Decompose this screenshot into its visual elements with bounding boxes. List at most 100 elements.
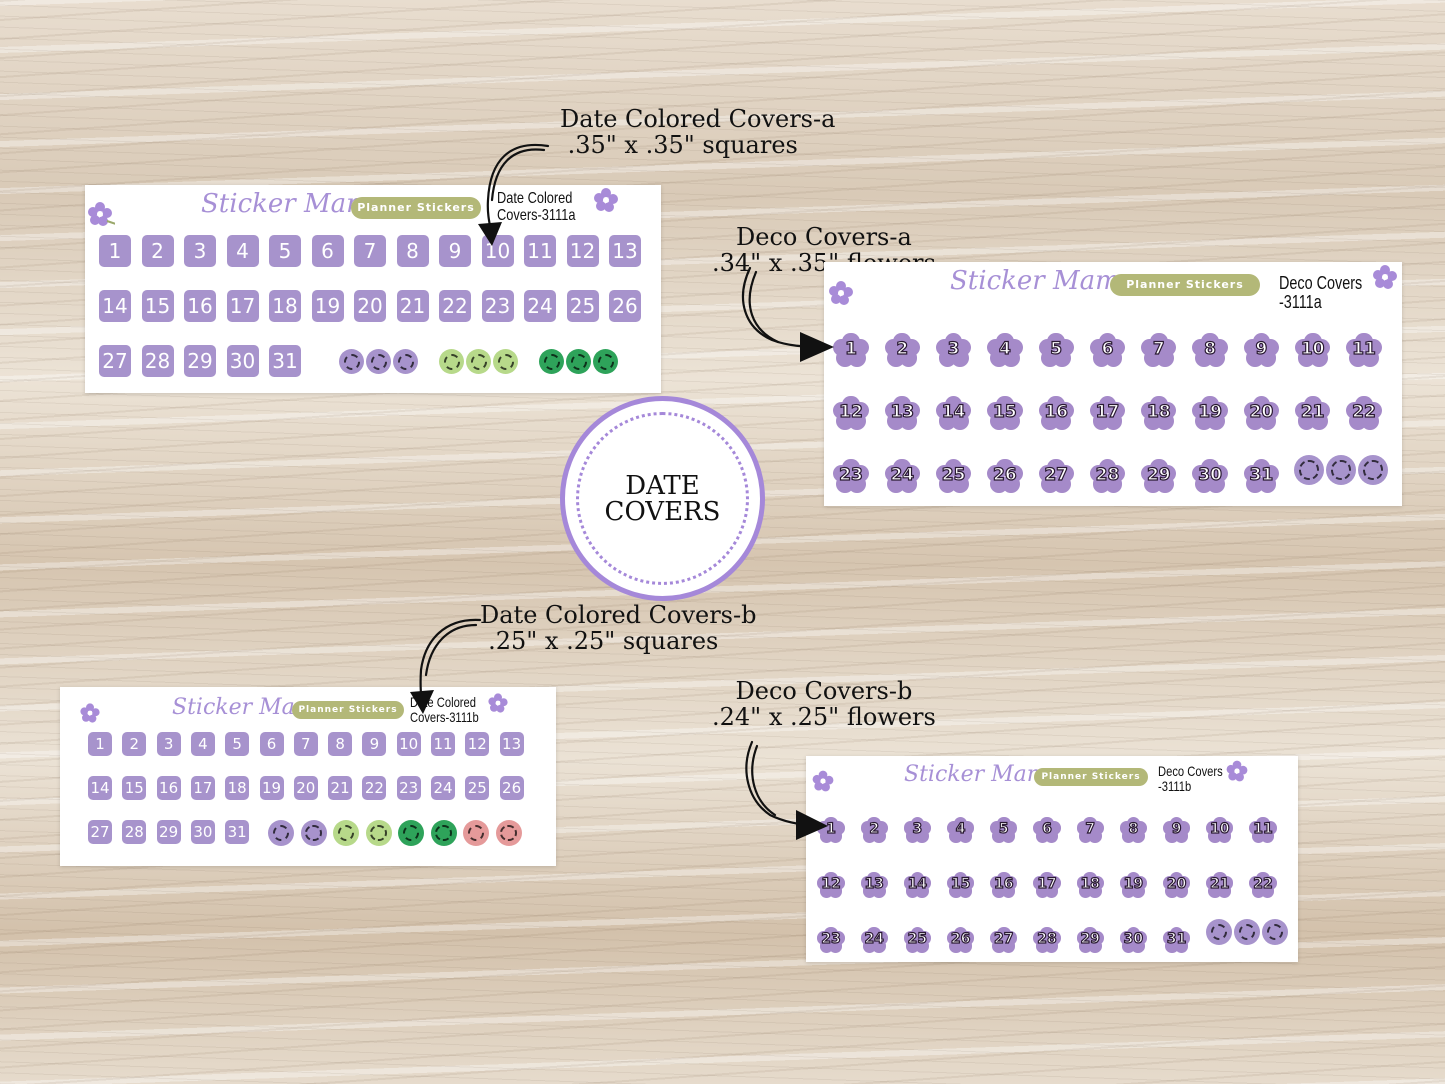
date-flower-sticker: 10 <box>1206 816 1234 843</box>
flower-petal <box>1192 464 1211 483</box>
caption-size: .25" x .25" squares <box>488 627 719 655</box>
blank-cover-sticker <box>1326 455 1356 485</box>
date-flower-sticker: 24 <box>884 458 920 493</box>
date-number: 15 <box>950 875 971 892</box>
date-number: 23 <box>839 464 864 485</box>
flower-petal <box>1243 464 1262 483</box>
date-number: 3 <box>947 338 960 359</box>
date-sticker: 3 <box>184 235 216 267</box>
date-flower-sticker: 4 <box>987 332 1023 367</box>
caption-size: .35" x .35" squares <box>567 131 798 159</box>
date-number: 14 <box>941 401 966 422</box>
date-number: 9 <box>1171 820 1182 837</box>
date-number: 2 <box>896 338 909 359</box>
date-sticker: 20 <box>354 290 386 322</box>
flower-petal <box>947 821 961 835</box>
date-flower-sticker: 11 <box>1346 332 1382 367</box>
date-sticker: 27 <box>88 820 112 844</box>
date-number: 6 <box>1101 338 1114 359</box>
blank-cover-sticker <box>1358 455 1388 485</box>
flower-petal <box>1346 338 1364 357</box>
date-number: 25 <box>907 930 928 947</box>
flower-petal <box>1206 876 1220 890</box>
badge-title-line2: COVERS <box>604 497 721 527</box>
blank-cover-sticker <box>439 349 464 374</box>
flower-petal <box>1141 338 1159 357</box>
flower-petal <box>903 876 918 890</box>
date-flower-sticker: 31 <box>1163 926 1191 953</box>
date-sticker: 31 <box>269 345 301 377</box>
date-flower-sticker: 26 <box>987 458 1023 493</box>
flower-petal <box>860 876 875 890</box>
date-flower-sticker: 15 <box>987 395 1023 430</box>
flower-petal <box>1033 876 1047 890</box>
caption-title: Date Colored Covers-b <box>480 601 757 629</box>
date-flower-sticker: 1 <box>817 816 845 843</box>
date-number: 21 <box>1300 401 1325 422</box>
flower-petal <box>990 821 1004 835</box>
date-number: 21 <box>1209 875 1230 892</box>
flower-petal <box>884 338 903 357</box>
flower-petal <box>884 464 903 483</box>
date-flower-sticker: 23 <box>833 458 869 493</box>
flower-petal <box>1163 876 1177 890</box>
date-flower-sticker: 21 <box>1295 395 1331 430</box>
flower-petal <box>1089 401 1108 420</box>
date-number: 23 <box>821 930 842 947</box>
date-sticker: 21 <box>396 290 429 322</box>
flower-petal <box>935 401 954 420</box>
date-number: 16 <box>993 875 1014 892</box>
blank-cover-sticker <box>493 349 518 374</box>
flower-petal <box>903 931 918 945</box>
date-flower-sticker: 8 <box>1119 816 1147 843</box>
date-flower-sticker: 17 <box>1033 871 1061 898</box>
date-sticker: 14 <box>99 290 131 322</box>
arrow-icon <box>748 270 780 344</box>
blank-cover-sticker <box>1262 919 1288 945</box>
date-sticker: 4 <box>190 732 215 756</box>
blank-cover-sticker <box>593 349 618 374</box>
flower-petal <box>915 829 929 843</box>
date-number: 26 <box>992 464 1017 485</box>
flower-petal <box>1119 876 1134 890</box>
date-number: 22 <box>1352 401 1377 422</box>
sheet-code: Deco Covers -3111a <box>1279 273 1363 312</box>
date-number: 31 <box>1166 930 1187 947</box>
date-number: 4 <box>998 338 1011 359</box>
flower-petal <box>947 931 961 945</box>
date-sticker: 13 <box>609 235 641 267</box>
date-sticker: 25 <box>465 776 490 800</box>
date-flower-sticker: 9 <box>1163 816 1191 843</box>
date-sticker: 15 <box>141 290 174 322</box>
flower-icon <box>488 693 508 713</box>
date-sticker: 28 <box>122 820 147 844</box>
date-sticker: 29 <box>184 345 216 377</box>
flower-petal <box>1038 464 1057 483</box>
date-sticker: 2 <box>122 732 147 756</box>
date-number: 30 <box>1123 930 1144 947</box>
date-flower-sticker: 25 <box>903 926 931 953</box>
date-number: 24 <box>890 464 915 485</box>
arrow-icon <box>751 744 777 817</box>
date-sticker: 6 <box>311 235 344 267</box>
brand-tagline: Planner Stickers <box>1110 274 1260 296</box>
brand-tagline: Planner Stickers <box>292 701 404 719</box>
date-number: 29 <box>1080 930 1101 947</box>
blank-cover-sticker <box>339 349 364 374</box>
date-sticker: 27 <box>99 345 131 377</box>
date-flower-sticker: 18 <box>1141 395 1177 430</box>
date-number: 24 <box>864 930 885 947</box>
date-sticker: 29 <box>156 820 181 844</box>
date-number: 5 <box>1050 338 1063 359</box>
date-flower-sticker: 14 <box>903 871 931 898</box>
flower-petal <box>1243 338 1262 357</box>
flower-petal <box>1076 931 1091 945</box>
sticker-sheet-date-colored-covers-a: Sticker Mama Planner Stickers Date Color… <box>85 185 661 393</box>
blank-cover-sticker <box>300 820 327 846</box>
flower-petal <box>990 931 1004 945</box>
date-flower-sticker: 30 <box>1119 926 1147 953</box>
date-flower-sticker: 13 <box>860 871 888 898</box>
flower-petal <box>1141 464 1159 483</box>
date-number: 17 <box>1095 401 1120 422</box>
date-covers-badge: DATE COVERS <box>560 396 765 601</box>
